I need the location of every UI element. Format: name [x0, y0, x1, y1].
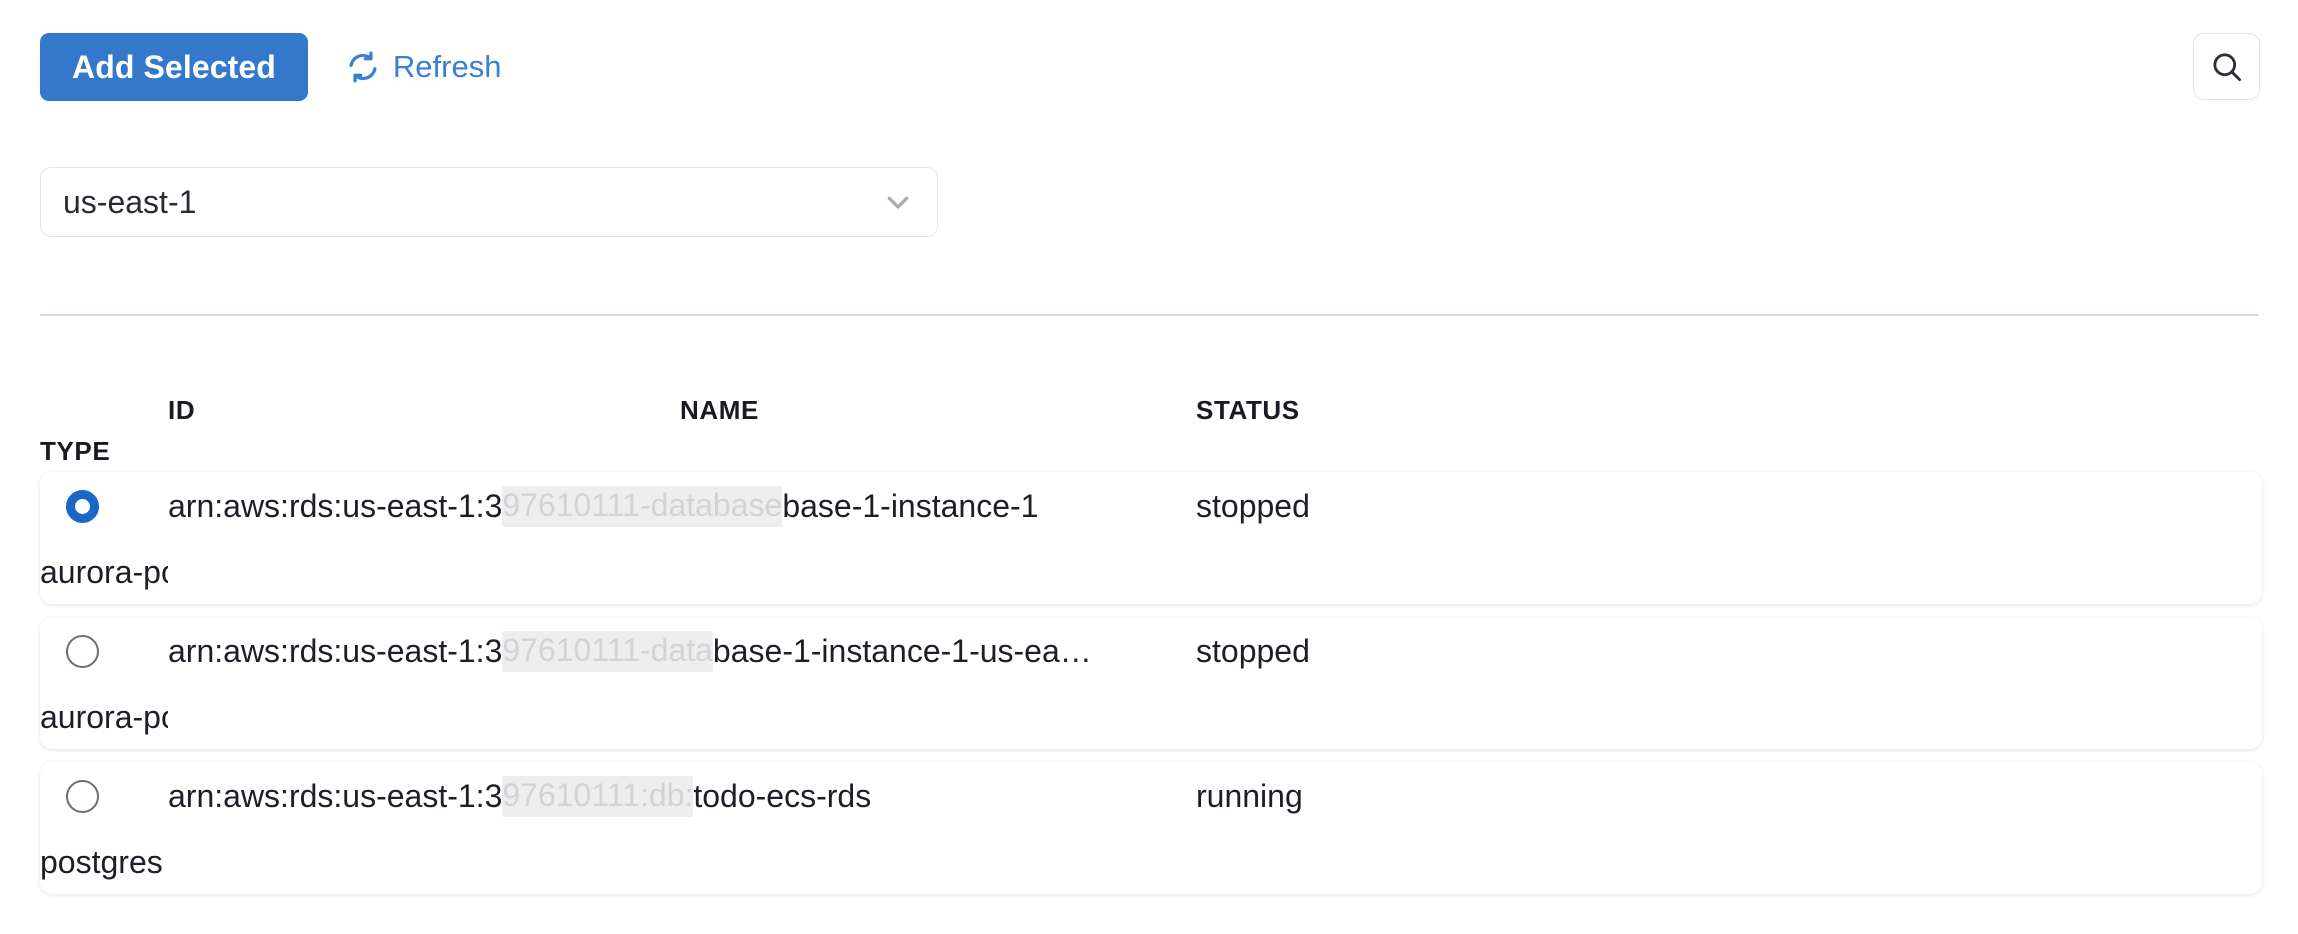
row-select-cell[interactable]: [40, 489, 168, 523]
radio-button[interactable]: [66, 779, 99, 813]
region-select-wrapper: us-east-1: [40, 167, 938, 237]
region-select[interactable]: us-east-1: [40, 167, 938, 237]
arn-suffix: base-1-instance-1-us-ea…: [712, 632, 1092, 669]
region-select-value: us-east-1: [63, 184, 197, 220]
table-header-row: ID NAME STATUS TYPE: [40, 390, 2262, 472]
toolbar: Add Selected Refresh: [40, 33, 505, 101]
search-icon: [2209, 49, 2245, 85]
chevron-down-icon: [883, 187, 913, 217]
column-header-id: ID: [168, 395, 196, 425]
radio-button[interactable]: [66, 634, 99, 668]
cell-type: aurora-postgresql: [40, 698, 168, 735]
row-select-cell[interactable]: [40, 634, 168, 668]
redacted-account-id: 97610111:db:: [502, 775, 694, 817]
refresh-icon: [346, 50, 380, 84]
refresh-label: Refresh: [392, 49, 502, 84]
row-select-cell[interactable]: [40, 779, 168, 813]
arn-suffix: base-1-instance-1: [782, 487, 1039, 524]
cell-status: stopped: [1196, 487, 1310, 524]
redacted-account-id: 97610111-data: [502, 630, 713, 672]
column-header-name: NAME: [680, 395, 759, 425]
column-header-status: STATUS: [1196, 395, 1300, 425]
cell-status: stopped: [1196, 632, 1310, 669]
section-divider: [40, 314, 2259, 316]
arn-prefix: arn:aws:rds:us-east-1:3: [168, 487, 503, 524]
arn-prefix: arn:aws:rds:us-east-1:3: [168, 632, 503, 669]
cell-status: running: [1196, 777, 1303, 814]
redacted-account-id: 97610111-database: [502, 485, 783, 527]
instances-table: ID NAME STATUS TYPE arn:aws:rds:us-east-…: [40, 390, 2262, 907]
cell-type: aurora-postgresql: [40, 553, 168, 590]
search-button[interactable]: [2193, 33, 2260, 100]
cell-type: postgres: [40, 843, 163, 880]
refresh-button[interactable]: Refresh: [342, 43, 506, 91]
arn-prefix: arn:aws:rds:us-east-1:3: [168, 777, 503, 814]
arn-suffix: todo-ecs-rds: [693, 777, 872, 814]
add-selected-button[interactable]: Add Selected: [40, 33, 308, 101]
column-header-type: TYPE: [40, 436, 111, 466]
radio-button-selected[interactable]: [66, 489, 99, 523]
